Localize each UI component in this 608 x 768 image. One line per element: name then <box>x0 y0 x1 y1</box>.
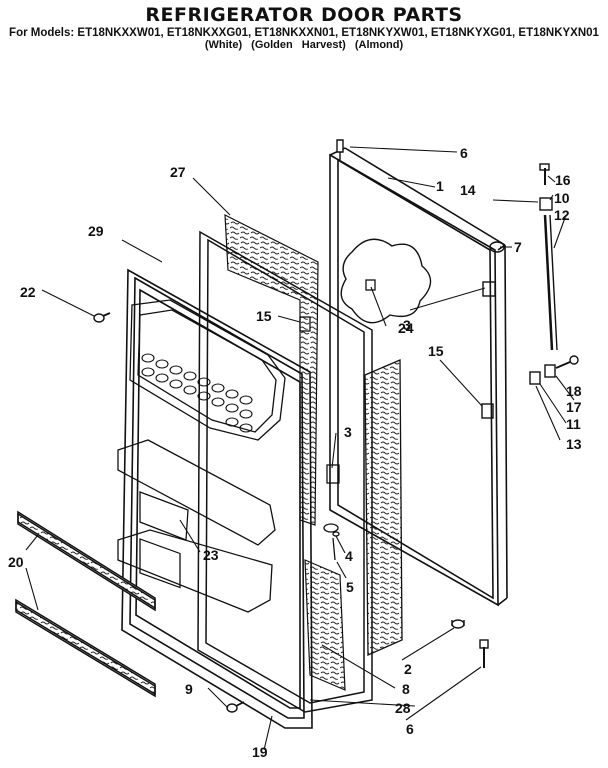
callout-7: 7 <box>514 239 522 255</box>
insulation-strip-right <box>364 359 403 656</box>
callout-13: 13 <box>566 436 582 452</box>
center-hardware <box>299 316 340 561</box>
door-liner-29 <box>121 268 313 729</box>
finish-almond: (Almond) <box>354 39 404 51</box>
callout-1: 1 <box>436 178 444 194</box>
egg-shelf <box>129 299 286 441</box>
callout-14: 14 <box>460 182 476 198</box>
callout-24: 24 <box>398 320 414 336</box>
callout-15-right: 15 <box>428 343 444 359</box>
callout-4: 4 <box>345 548 353 564</box>
callout-22: 22 <box>20 284 36 300</box>
callout-20: 20 <box>8 554 24 570</box>
callout-28: 28 <box>395 700 411 716</box>
panel-bracket-24 <box>365 279 376 291</box>
finishes-line: (White) (Golden Harvest) (Almond) <box>0 39 608 51</box>
liner-lower-shelves <box>117 439 276 613</box>
models-line: For Models: ET18NKXXW01, ET18NKXXG01, ET… <box>9 27 599 39</box>
insulation-batt-27 <box>224 213 319 526</box>
page-title: REFRIGERATOR DOOR PARTS <box>145 4 463 26</box>
callout-labels: 1 2 3 3 4 5 6 6 7 8 9 10 11 12 13 14 15 … <box>8 145 582 760</box>
header: REFRIGERATOR DOOR PARTS For Models: ET18… <box>0 0 608 51</box>
door-rails-20 <box>15 510 156 698</box>
callout-6-bottom: 6 <box>406 721 414 737</box>
callout-19: 19 <box>252 744 268 760</box>
callout-27: 27 <box>170 164 186 180</box>
callout-15-left: 15 <box>256 308 272 324</box>
callout-10: 10 <box>554 190 570 206</box>
callout-6-top: 6 <box>460 145 468 161</box>
callout-17: 17 <box>566 399 582 415</box>
egg-cups <box>141 353 253 433</box>
finish-white: (White) <box>204 39 243 51</box>
callout-5: 5 <box>346 579 354 595</box>
callout-18: 18 <box>566 383 582 399</box>
callout-3-right: 3 <box>403 317 411 333</box>
callout-29: 29 <box>88 223 104 239</box>
callout-12: 12 <box>554 207 570 223</box>
callout-23: 23 <box>203 547 219 563</box>
panel-cutaway <box>340 238 432 324</box>
callout-16: 16 <box>555 172 571 188</box>
callout-8: 8 <box>402 681 410 697</box>
callout-2: 2 <box>404 661 412 677</box>
callout-11: 11 <box>566 416 581 432</box>
callout-3-center: 3 <box>344 424 352 440</box>
outer-door-panel <box>329 147 508 607</box>
finish-golden-harvest: (Golden Harvest) <box>251 39 346 51</box>
leader-lines <box>25 146 575 751</box>
screws <box>93 139 489 713</box>
door-gasket-28 <box>197 230 373 713</box>
hinge-assembly <box>481 163 579 419</box>
insulation-batt-lower <box>304 559 346 691</box>
callout-9: 9 <box>185 681 193 697</box>
